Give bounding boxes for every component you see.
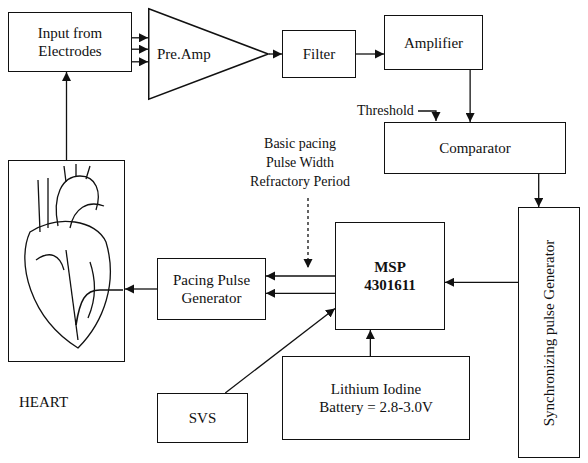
aorta bbox=[56, 176, 98, 226]
amplifier-triangle: Pre.Amp bbox=[148, 8, 269, 100]
node-label: Lithium Iodine Battery = 2.8-3.0V bbox=[314, 380, 439, 416]
septum bbox=[66, 250, 78, 340]
process-box: Filter bbox=[282, 30, 356, 78]
annotation-label: Threshold bbox=[357, 103, 414, 120]
node-label: Input from Electrodes bbox=[20, 24, 120, 60]
pulmonary-artery bbox=[70, 204, 104, 228]
process-box: Input from Electrodes bbox=[8, 12, 132, 72]
process-box: Lithium Iodine Battery = 2.8-3.0V bbox=[282, 356, 470, 440]
threshold-arrow bbox=[418, 111, 436, 121]
process-box: Amplifier bbox=[384, 15, 483, 70]
pacing-lead bbox=[76, 290, 123, 325]
node-label: Filter bbox=[303, 45, 336, 63]
dotted-arrow bbox=[307, 198, 308, 268]
node-label: Synchronizing pulse Generator bbox=[540, 239, 558, 426]
connector-arrow bbox=[132, 61, 148, 62]
process-box: Pacing Pulse Generator bbox=[157, 258, 266, 320]
connector-arrow bbox=[445, 282, 518, 283]
vena-cava bbox=[38, 178, 48, 232]
heart-body bbox=[25, 221, 111, 348]
process-box: SVS bbox=[157, 393, 248, 443]
node-label: Pre.Amp bbox=[157, 45, 211, 63]
chamber-lines bbox=[36, 255, 94, 318]
triangle-shape bbox=[149, 9, 269, 100]
process-box: Synchronizing pulse Generator bbox=[518, 207, 580, 458]
connector-arrow bbox=[132, 49, 148, 50]
connector-arrow bbox=[538, 174, 539, 207]
connector-arrow bbox=[66, 72, 67, 160]
annotation-label: Pulse Width bbox=[266, 155, 334, 172]
node-label: HEART bbox=[19, 393, 68, 411]
connector-arrow bbox=[132, 37, 148, 38]
connector-arrow bbox=[356, 53, 384, 54]
node-label: SVS bbox=[189, 409, 217, 427]
process-box: MSP 4301611 bbox=[335, 222, 445, 330]
heart-illustration bbox=[25, 164, 123, 348]
connector-arrow bbox=[125, 288, 157, 289]
connector-arrow bbox=[469, 70, 470, 122]
node-label: MSP 4301611 bbox=[355, 258, 425, 294]
node-label: Comparator bbox=[439, 139, 511, 157]
process-box: HEART bbox=[8, 160, 125, 362]
arch-vessels bbox=[64, 164, 90, 182]
process-box: Comparator bbox=[384, 122, 566, 174]
connector-arrow bbox=[370, 330, 371, 356]
connector-arrow bbox=[266, 275, 335, 276]
annotation-label: Refractory Period bbox=[250, 174, 350, 191]
node-label: Amplifier bbox=[404, 34, 463, 52]
annotation-label: Basic pacing bbox=[264, 136, 336, 153]
connector-arrow bbox=[266, 293, 335, 294]
node-label: Pacing Pulse Generator bbox=[164, 271, 259, 307]
connector-arrow bbox=[269, 53, 282, 54]
